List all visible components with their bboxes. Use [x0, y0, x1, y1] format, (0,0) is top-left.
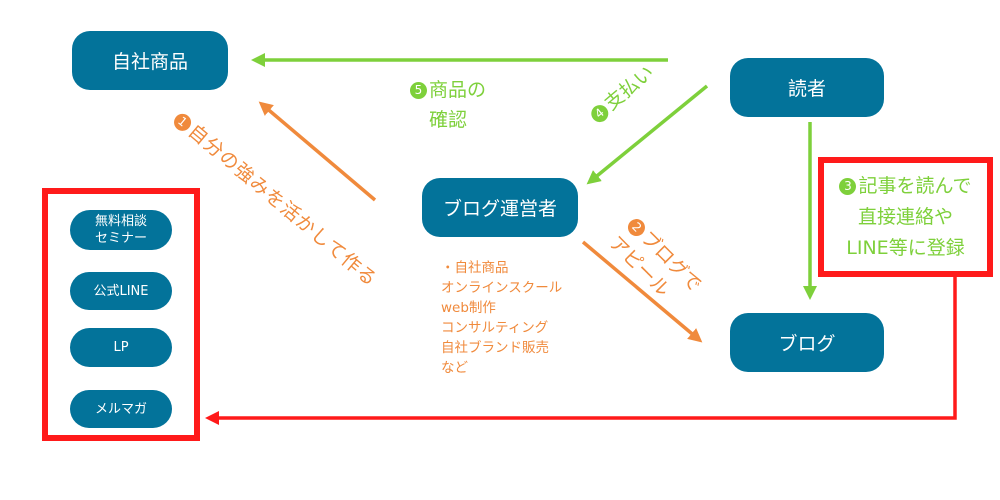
channel-lp: LP	[70, 328, 172, 367]
arrow-operator-to-blog	[581, 240, 703, 343]
step3-line: 記事を読んで	[858, 174, 972, 197]
list-item: web制作	[441, 300, 496, 316]
list-item: 自社ブランド販売	[441, 340, 549, 356]
list-item: コンサルティング	[441, 320, 549, 336]
node-reader: 読者	[730, 58, 884, 117]
channel-label: LP	[113, 340, 129, 355]
operator-products-list: ・自社商品 オンラインスクール web制作 コンサルティング 自社ブランド販売 …	[441, 258, 562, 378]
arrow-blog-to-channels	[205, 277, 957, 425]
step5-line: 確認	[429, 109, 468, 131]
channel-label: 公式LINE	[93, 283, 149, 299]
arrow-operator-to-product	[258, 101, 377, 202]
arrow-reader-to-operator	[586, 84, 709, 185]
step5-line: 商品の	[429, 79, 487, 101]
list-item: オンラインスクール	[441, 280, 563, 296]
list-item: など	[441, 360, 468, 376]
channel-mailmag: メルマガ	[70, 390, 172, 428]
step-number-badge: 3	[839, 177, 857, 195]
channel-label: セミナー	[94, 231, 147, 246]
channel-label: 無料相談	[94, 214, 147, 229]
channels-highlight	[42, 188, 200, 441]
node-blog: ブログ	[730, 313, 884, 372]
channel-label: メルマガ	[94, 401, 147, 417]
step3-line: LINE等に登録	[846, 236, 965, 259]
step3-line: 直接連絡や	[857, 205, 953, 228]
step-number-badge: 5	[410, 81, 427, 99]
channel-official-line: 公式LINE	[70, 272, 172, 310]
list-item: ・自社商品	[441, 260, 509, 276]
node-blog-operator: ブログ運営者	[422, 178, 578, 237]
node-own-product: 自社商品	[72, 31, 228, 90]
channel-consult-seminar: 無料相談セミナー	[70, 210, 172, 250]
